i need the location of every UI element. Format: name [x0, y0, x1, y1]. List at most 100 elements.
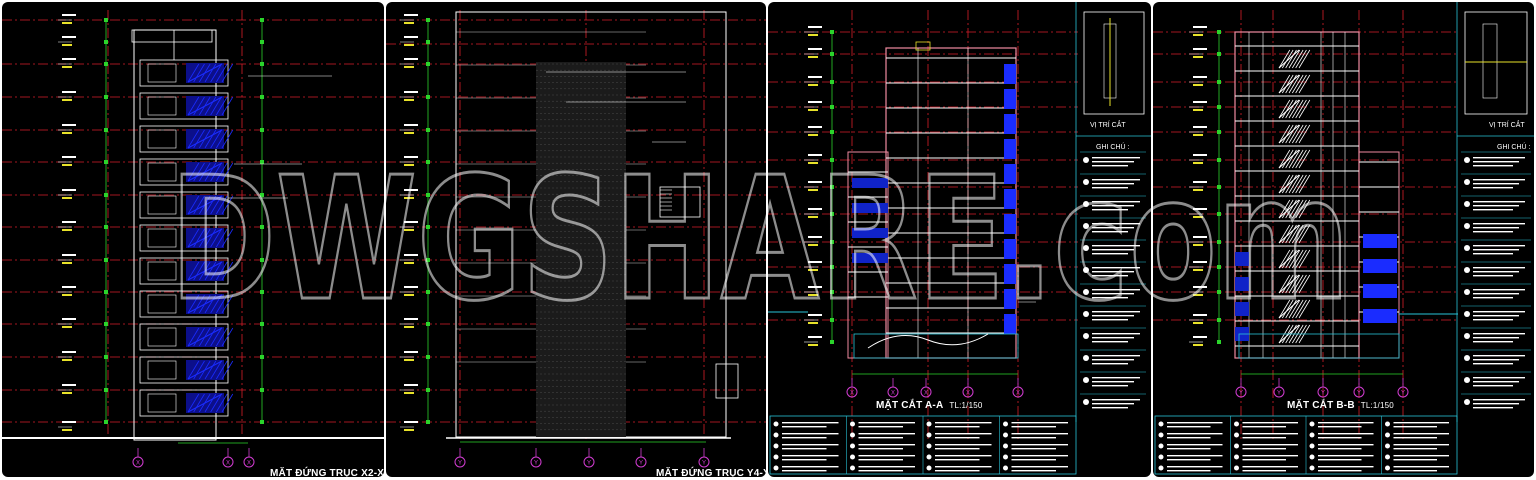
dimension-tick [1217, 340, 1221, 344]
stair-tread [221, 294, 234, 314]
floor-bay [139, 290, 229, 318]
stair-tread [1281, 174, 1294, 194]
stair-stringer [1278, 49, 1300, 69]
dimension-tick [830, 340, 834, 344]
level-value-mark [404, 22, 414, 24]
stair-tread [1298, 124, 1311, 144]
note-text-line [935, 433, 992, 435]
dimension-tick [1217, 30, 1221, 34]
stair-tread [204, 327, 217, 347]
note-text-line [1167, 433, 1223, 435]
dimension-tick [1217, 158, 1221, 162]
level-value-mark [404, 164, 414, 166]
note-text-line [1092, 267, 1140, 269]
note-bullet [1083, 179, 1089, 185]
stair-tread [215, 327, 228, 347]
window [147, 96, 177, 116]
glazing-panel [1004, 264, 1016, 284]
note-text-line [1167, 448, 1211, 450]
stair-tread [193, 393, 205, 413]
note-bullet [1234, 443, 1239, 449]
level-text-mark [404, 189, 418, 191]
stair-stringer [187, 360, 223, 380]
note-text-line [782, 470, 827, 472]
panel-title: MẶT ĐỨNG TRỤC X2-X0 [270, 468, 384, 477]
stair-tread [1295, 149, 1307, 169]
stair-tread [215, 96, 228, 116]
stair-tread [193, 162, 205, 182]
level-text-mark [1193, 181, 1207, 183]
note-text-line [1092, 403, 1134, 405]
note-text-line [1092, 187, 1128, 189]
note-bullet [850, 443, 855, 449]
note-text-line [1318, 448, 1362, 450]
level-value-mark [404, 229, 414, 231]
level-value-mark [404, 262, 414, 264]
stair-tread [210, 63, 222, 83]
level-value-mark [62, 392, 72, 394]
note-bullet [1464, 267, 1470, 273]
stair-tread [1288, 74, 1301, 94]
stair-tread [187, 129, 200, 149]
note-bullet [1464, 201, 1470, 207]
stair-tread [1288, 124, 1301, 144]
stair-tread [215, 393, 228, 413]
dimension-tick [260, 355, 264, 359]
level-value-mark [1193, 34, 1203, 36]
level-value-mark [62, 294, 72, 296]
note-text-line [858, 433, 915, 435]
floor-bay [139, 224, 229, 252]
note-bullet [1234, 421, 1239, 427]
stair-tread [210, 261, 222, 281]
window [147, 129, 177, 149]
axis-bubble [698, 456, 710, 468]
note-text-line [1473, 249, 1519, 251]
stair-tread [193, 63, 205, 83]
axis-label: X [850, 391, 854, 397]
note-text-line [858, 459, 903, 461]
note-text-line [782, 466, 839, 468]
note-text-line [1473, 359, 1519, 361]
stair-tread [1298, 74, 1311, 94]
note-text-line [782, 459, 827, 461]
stair-tread [221, 360, 234, 380]
stair-tread [1281, 274, 1294, 294]
dimension-tick [830, 158, 834, 162]
stair-tread [1278, 124, 1291, 144]
stair-tread [1285, 99, 1297, 119]
stair-tread [1278, 49, 1291, 69]
hatched-panel [536, 62, 626, 437]
note-text-line [1473, 267, 1525, 269]
note-text-line [1092, 377, 1140, 379]
stair-stringer [1278, 274, 1300, 294]
note-bullet [1083, 333, 1089, 339]
stair-tread [1285, 174, 1297, 194]
note-text-line [782, 455, 839, 457]
axis-bubble [243, 456, 255, 468]
window [147, 63, 177, 83]
stair-tread [1278, 74, 1291, 94]
note-text-line [1393, 459, 1437, 461]
dimension-tick [104, 193, 108, 197]
window [147, 195, 177, 215]
axis-bubble [1235, 386, 1247, 398]
note-text-line [1473, 205, 1519, 207]
note-text-line [1473, 245, 1525, 247]
level-value-mark [404, 294, 414, 296]
stair-tread [1288, 274, 1301, 294]
axis-label: Y [639, 461, 643, 467]
stair-tread [1278, 99, 1291, 119]
key-plan-frame [1464, 11, 1528, 115]
stair-tread [210, 129, 222, 149]
stair-tread [215, 228, 228, 248]
level-text-mark [62, 156, 76, 158]
note-bullet [773, 443, 779, 449]
stair-tread [1285, 299, 1297, 319]
note-text-line [1092, 333, 1140, 335]
location-label: VỊ TRÍ CẮT [1489, 122, 1525, 129]
dimension-tick [1217, 290, 1221, 294]
window [147, 294, 177, 314]
axis-label: Y [1321, 391, 1325, 397]
dimension-tick [260, 258, 264, 262]
